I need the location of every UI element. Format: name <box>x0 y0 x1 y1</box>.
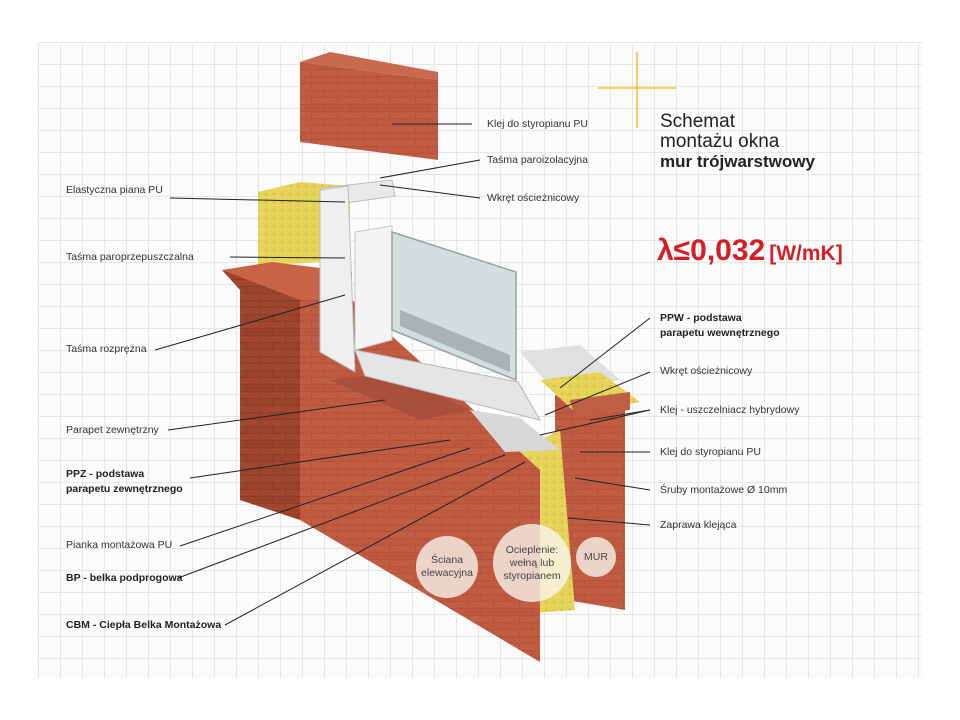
bubble-insulation-line1: Ocieplenie: <box>505 543 559 556</box>
title-line-1: Schemat <box>660 111 735 132</box>
label-ppw-line2: parapetu wewnętrznego <box>660 327 780 339</box>
window-frame-sash <box>354 225 393 351</box>
bubble-facade-line1: Ściana <box>430 554 464 566</box>
lambda-number: λ≤0,032 <box>657 234 766 267</box>
window-frame-bottom <box>354 349 542 421</box>
label-frame-screw-top: Wkręt ościeżnicowy <box>487 192 580 204</box>
label-styrofoam-glue-top: Klej do styropianu PU <box>487 118 588 130</box>
upper-wall-block <box>300 62 438 160</box>
bubble-insulation-line3: styropianem <box>503 569 561 582</box>
lambda-value: λ≤0,032[W/mK] <box>657 234 843 268</box>
label-cbm: CBM - Ciepła Belka Montażowa <box>66 619 222 631</box>
title-accent-cross <box>598 52 676 128</box>
label-ppz-line1: PPZ - podstawa <box>66 468 145 480</box>
title-line-3: mur trójwarstwowy <box>660 152 815 171</box>
title-line-2: montażu okna <box>660 131 780 152</box>
bubble-facade-line2: elewacyjna <box>421 567 473 579</box>
bubble-wall: MUR <box>576 537 616 577</box>
label-vapour-permeable-tape: Taśma paroprzepuszczalna <box>66 251 194 263</box>
label-mounting-foam: Pianka montażowa PU <box>66 539 173 551</box>
label-bp: BP - belka podprogowa <box>66 572 183 584</box>
window-frame-left <box>319 185 356 373</box>
glass-pane <box>391 230 517 382</box>
diagram-title: Schemat montażu okna mur trójwarstwowy <box>660 112 815 172</box>
outer-sill <box>330 372 470 420</box>
label-outer-sill: Parapet zewnętrzny <box>66 424 159 436</box>
label-mounting-bolts: Śruby montażowe Ø 10mm <box>660 484 788 496</box>
label-elastic-foam: Elastyczna piana PU <box>66 184 163 196</box>
label-hybrid-sealant: Klej - uszczelniacz hybrydowy <box>660 404 800 416</box>
facade-wall-front <box>222 270 300 520</box>
label-adhesive-mortar: Zaprawa klejąca <box>660 519 737 531</box>
sill-profile <box>470 410 560 452</box>
bubble-wall-line1: MUR <box>584 550 608 563</box>
label-styrofoam-glue: Klej do styropianu PU <box>660 446 761 458</box>
label-expansion-tape: Taśma rozprężna <box>66 343 147 355</box>
label-ppz-line2: parapetu zewnętrznego <box>66 483 183 495</box>
label-ppw-line1: PPW - podstawa <box>660 312 742 324</box>
label-frame-screw: Wkręt ościeżnicowy <box>660 365 753 377</box>
label-vapour-barrier-tape: Taśma paroizolacyjna <box>487 154 588 166</box>
lambda-unit: [W/mK] <box>769 242 843 265</box>
bubble-insulation-line2: wełną lub <box>509 556 555 569</box>
